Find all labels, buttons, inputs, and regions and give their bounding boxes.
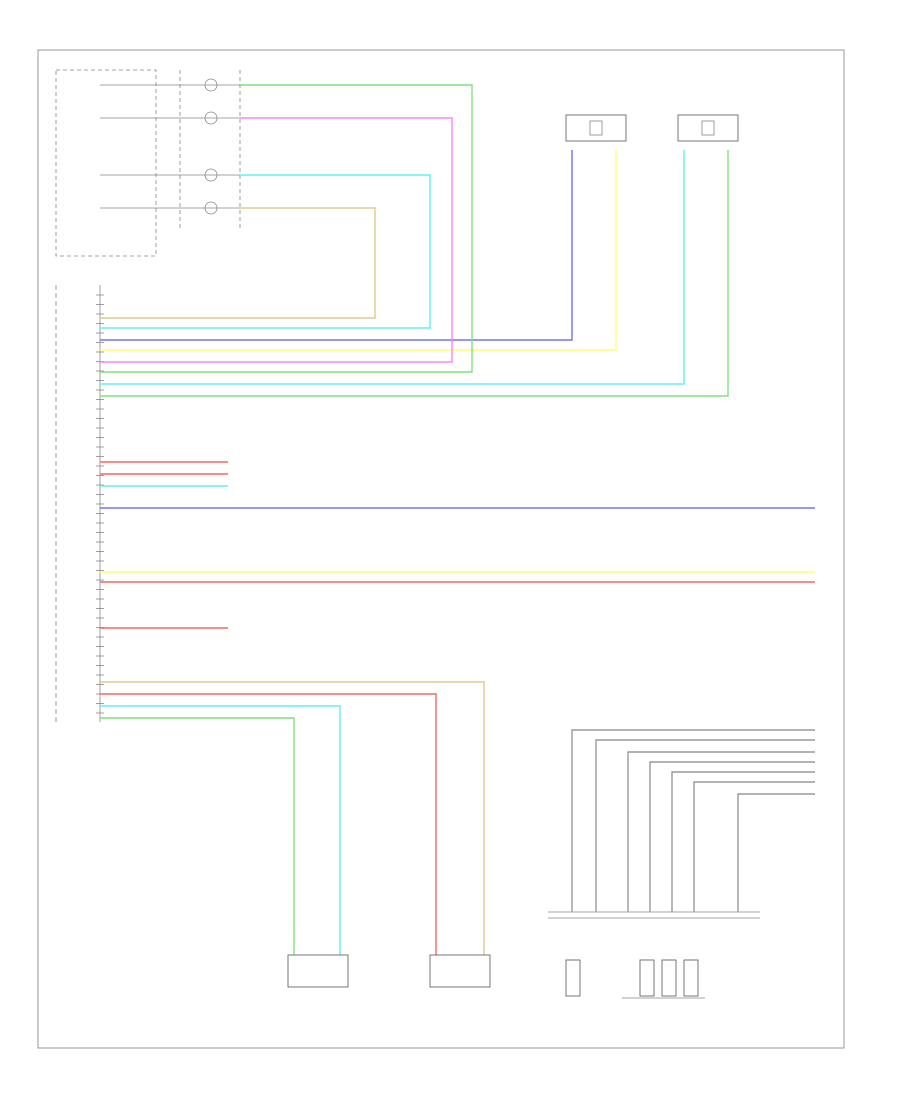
seat-sensor-leads: [571, 729, 815, 912]
seat-sensor-a: [565, 959, 581, 997]
wire-yellow: [100, 150, 617, 351]
wire-tan: [100, 207, 376, 319]
seat-sensor-lead: [693, 781, 815, 912]
seat-sensor-d: [683, 959, 699, 997]
wire-green: [100, 717, 295, 955]
seat-sensor-c: [661, 959, 677, 997]
seat-sensor-lead: [595, 739, 815, 912]
seat-sensor-lead: [627, 751, 815, 912]
steering-wheel-box: [55, 69, 157, 257]
bottom-sensor-left-box: [287, 954, 349, 988]
seat-sensor-lead: [571, 729, 815, 912]
sensor-top-1-inner: [589, 120, 603, 136]
wire-green: [100, 150, 729, 397]
bottom-sensor-right-box: [429, 954, 491, 988]
wire-blue: [100, 150, 573, 341]
restraint-module: [55, 285, 104, 722]
wire-tan: [100, 681, 485, 955]
sensor-top-1: [565, 114, 627, 142]
wire-cyan: [100, 150, 685, 385]
diagram-frame: [37, 49, 845, 1049]
wires: [100, 84, 815, 955]
sensor-top-2-box: [677, 114, 739, 142]
bottom-sensor-left: [287, 954, 349, 988]
sensor-top-2: [677, 114, 739, 142]
wire-cyan: [100, 174, 431, 329]
seat-sensor-lead: [737, 793, 815, 912]
bottom-sensor-right: [429, 954, 491, 988]
wire-pink: [100, 117, 453, 363]
seat-sensor-lead: [671, 771, 815, 912]
clock-spring-group: [55, 69, 241, 257]
sensor-top-2-inner: [701, 120, 715, 136]
wire-red: [100, 693, 437, 955]
seat-sensor-b: [639, 959, 655, 997]
sensor-top-1-box: [565, 114, 627, 142]
seat-sensor-group: [548, 729, 815, 999]
seat-sensor-lead: [649, 761, 815, 912]
wire-cyan: [100, 705, 341, 955]
wire-green: [100, 84, 473, 373]
